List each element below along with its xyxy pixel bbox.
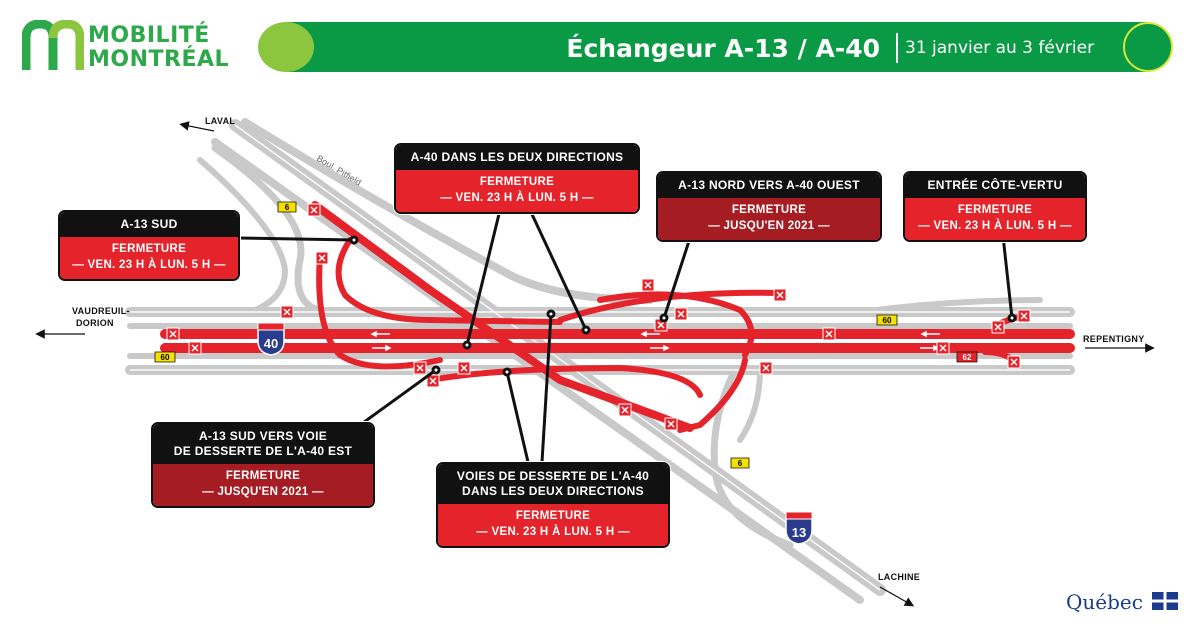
place-lachine: LACHINE bbox=[878, 572, 921, 582]
callout-title-line2: DE DESSERTE DE L'A-40 EST bbox=[173, 444, 353, 458]
exit-tag-6a: 6 bbox=[277, 201, 297, 213]
callout-status: FERMETURE bbox=[479, 176, 555, 188]
banner-lime-circle bbox=[258, 22, 314, 72]
quebec-fleurdelise-icon bbox=[1152, 592, 1178, 610]
mobilite-montreal-logo-mark bbox=[22, 20, 84, 70]
place-laval: LAVAL bbox=[205, 116, 236, 126]
a40-shield-number: 40 bbox=[264, 336, 278, 351]
callout-status: FERMETURE bbox=[515, 510, 591, 522]
x-marker bbox=[822, 327, 836, 341]
ramp-a13-nord-a40-ouest bbox=[557, 289, 783, 323]
loop-nw bbox=[335, 237, 563, 325]
callout-status: FERMETURE bbox=[111, 243, 187, 255]
leader-lines bbox=[237, 209, 1017, 463]
x-marker bbox=[991, 320, 1005, 334]
callout-status: FERMETURE bbox=[225, 470, 301, 482]
loop-ne bbox=[597, 291, 755, 358]
callout-a13-sud-desserte: A-13 SUD VERS VOIE DE DESSERTE DE L'A-40… bbox=[151, 422, 375, 508]
callout-period: — VEN. 23 H À LUN. 5 H — bbox=[72, 259, 226, 271]
arrow-lachine bbox=[879, 586, 915, 607]
x-marker bbox=[618, 403, 632, 417]
x-marker bbox=[280, 305, 294, 319]
callout-period: — VEN. 23 H À LUN. 5 H — bbox=[918, 220, 1072, 232]
x-marker bbox=[188, 341, 202, 355]
x-marker bbox=[307, 203, 321, 217]
callout-desserte-both-directions: VOIES DE DESSERTE DE L'A-40 DANS LES DEU… bbox=[436, 462, 670, 548]
svg-text:6: 6 bbox=[285, 203, 290, 212]
callout-a40-both-directions: A-40 DANS LES DEUX DIRECTIONS FERMETURE … bbox=[394, 143, 640, 214]
title-separator bbox=[896, 33, 898, 63]
ramp-nw bbox=[211, 144, 334, 316]
callout-title-line1: A-13 SUD VERS VOIE bbox=[198, 429, 328, 443]
svg-text:60: 60 bbox=[161, 353, 170, 362]
closure-markers bbox=[166, 203, 1031, 431]
quebec-logo-text: Québec bbox=[1066, 590, 1143, 614]
x-marker bbox=[1007, 355, 1021, 369]
callout-title: A-13 SUD bbox=[60, 212, 238, 237]
callout-period: — VEN. 23 H À LUN. 5 H — bbox=[476, 526, 630, 538]
x-marker bbox=[773, 288, 787, 302]
date-range: 31 janvier au 3 février bbox=[905, 38, 1095, 58]
direction-arrows bbox=[35, 121, 1155, 607]
place-vaudreuil-1: VAUDREUIL- bbox=[72, 306, 130, 316]
x-marker bbox=[457, 361, 471, 375]
ramp-nw-2 bbox=[197, 157, 289, 315]
page-title: Échangeur A-13 / A-40 bbox=[566, 34, 880, 63]
ramp-se-2 bbox=[737, 367, 763, 443]
exit-tag-60a: 60 bbox=[154, 351, 176, 363]
callout-a13-sud: A-13 SUD FERMETURE — VEN. 23 H À LUN. 5 … bbox=[58, 210, 240, 281]
callout-period: — JUSQU'EN 2021 — bbox=[202, 486, 324, 498]
place-repentigny: REPENTIGNY bbox=[1083, 334, 1145, 344]
svg-text:62: 62 bbox=[963, 353, 972, 362]
loop-w bbox=[316, 252, 443, 370]
svg-text:6: 6 bbox=[738, 459, 743, 468]
callout-a13-nord-a40-ouest: A-13 NORD VERS A-40 OUEST FERMETURE — JU… bbox=[656, 171, 882, 242]
arrow-laval bbox=[179, 121, 215, 132]
callout-period: — VEN. 23 H À LUN. 5 H — bbox=[440, 192, 594, 204]
x-marker bbox=[413, 361, 427, 375]
x-marker bbox=[1017, 309, 1031, 323]
logo-line1: MOBILITÉ bbox=[88, 23, 210, 48]
exit-tag-62: 62 bbox=[956, 351, 978, 363]
a13-shield: 13 bbox=[785, 511, 813, 545]
x-marker bbox=[315, 251, 329, 265]
callout-title-line2: DANS LES DEUX DIRECTIONS bbox=[462, 484, 644, 498]
exit-tag-60b: 60 bbox=[876, 314, 898, 326]
callout-title: A-40 DANS LES DEUX DIRECTIONS bbox=[396, 145, 638, 170]
callout-title: A-13 NORD VERS A-40 OUEST bbox=[658, 173, 880, 198]
callout-title-line1: VOIES DE DESSERTE DE L'A-40 bbox=[456, 469, 650, 483]
callout-period: — JUSQU'EN 2021 — bbox=[708, 220, 830, 232]
a40-shield: 40 bbox=[257, 322, 285, 356]
logo-line2: MONTRÉAL bbox=[88, 47, 230, 72]
svg-text:60: 60 bbox=[883, 316, 892, 325]
callout-status: FERMETURE bbox=[731, 204, 807, 216]
banner-ring bbox=[1123, 22, 1173, 72]
loop-e bbox=[677, 357, 748, 433]
x-marker bbox=[936, 341, 950, 355]
loop-se bbox=[427, 365, 703, 398]
title-banner bbox=[265, 22, 1170, 72]
ramp-ne bbox=[857, 297, 1043, 315]
exit-tag-6b: 6 bbox=[730, 457, 750, 469]
place-vaudreuil-2: DORION bbox=[76, 318, 114, 328]
callout-cote-vertu: ENTRÉE CÔTE-VERTU FERMETURE — VEN. 23 H … bbox=[903, 171, 1087, 242]
x-marker bbox=[426, 374, 440, 388]
callout-status: FERMETURE bbox=[957, 204, 1033, 216]
x-marker bbox=[664, 417, 678, 431]
a13-shield-number: 13 bbox=[792, 525, 806, 540]
x-marker bbox=[641, 278, 655, 292]
x-marker bbox=[674, 307, 688, 321]
x-marker bbox=[759, 361, 773, 375]
x-marker bbox=[166, 327, 180, 341]
callout-title: ENTRÉE CÔTE-VERTU bbox=[905, 173, 1085, 198]
